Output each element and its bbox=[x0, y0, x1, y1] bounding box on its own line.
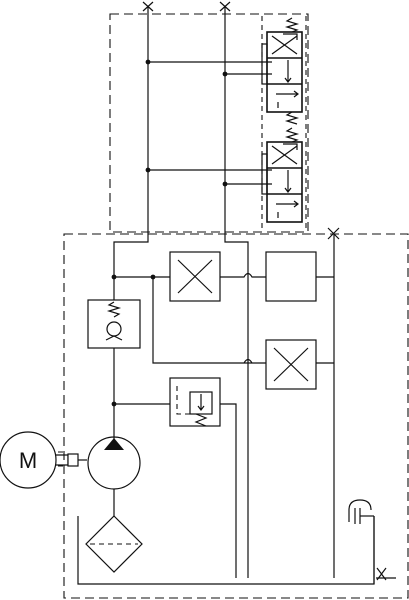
manifold-lines bbox=[111, 272, 334, 364]
drain-line bbox=[373, 516, 396, 584]
electric-motor: M bbox=[0, 431, 57, 489]
coupling bbox=[56, 453, 87, 467]
power-unit-enclosure bbox=[63, 233, 409, 599]
line-t-lower bbox=[224, 234, 249, 578]
shutoff-block-1 bbox=[169, 251, 221, 302]
branch-lines-upper bbox=[145, 59, 272, 187]
relief-valve bbox=[169, 377, 237, 578]
tank-breather bbox=[348, 499, 374, 524]
return-line-right bbox=[327, 227, 340, 578]
check-valve bbox=[87, 299, 141, 349]
motor-label: M bbox=[19, 448, 37, 473]
motor-connection-dashes bbox=[58, 451, 66, 467]
pump-pressure-line bbox=[111, 348, 170, 440]
directional-valve-1 bbox=[261, 16, 307, 125]
hydraulic-pump bbox=[87, 436, 141, 516]
line-p-lower bbox=[113, 234, 149, 300]
blank-block bbox=[265, 251, 317, 302]
filter bbox=[85, 515, 143, 573]
directional-valve-2 bbox=[261, 124, 307, 230]
reservoir-tank bbox=[77, 516, 375, 585]
shutoff-block-2 bbox=[265, 339, 317, 390]
upper-valve-enclosure bbox=[109, 13, 309, 233]
